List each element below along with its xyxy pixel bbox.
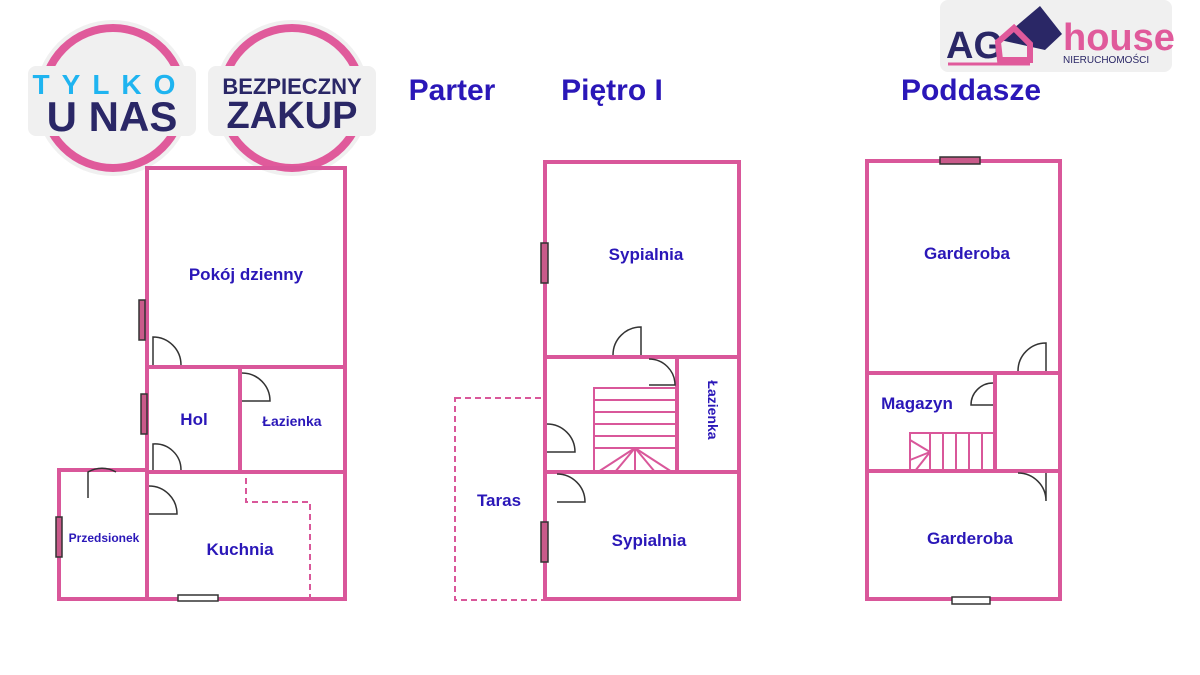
badge-bezpieczny-zakup: BEZPIECZNY ZAKUP: [208, 20, 376, 176]
window-icon: [540, 521, 549, 563]
badge-bottom-text: ZAKUP: [227, 95, 358, 137]
plan-pietro: Sypialnia Łazienka Taras Sypialnia: [454, 160, 741, 601]
logo-sub-text: NIERUCHOMOŚCI: [1063, 53, 1149, 66]
room-label: Taras: [477, 491, 521, 510]
floor-title-parter: Parter: [409, 74, 496, 107]
room-label: Garderoba: [927, 529, 1014, 548]
agencja-logo: AG house NIERUCHOMOŚCI: [940, 0, 1175, 72]
door-icon: [1017, 472, 1047, 502]
door-icon: [970, 382, 994, 406]
logo-house-text: house: [1063, 17, 1175, 59]
door-icon: [546, 423, 576, 453]
room-label: Łazienka: [705, 380, 721, 439]
plan-poddasze: Garderoba Magazyn Garderoba: [865, 156, 1062, 605]
door-icon: [648, 358, 676, 386]
window-icon: [177, 594, 219, 602]
floor-title-poddasze: Poddasze: [901, 74, 1041, 107]
house-icon: [1000, 6, 1062, 50]
room-label: Przedsionek: [69, 531, 140, 545]
room-label: Kuchnia: [206, 540, 274, 559]
logo-ag-text: AG: [946, 25, 1003, 67]
door-icon: [152, 443, 182, 471]
room-label: Hol: [180, 410, 207, 429]
room-label: Sypialnia: [609, 245, 684, 264]
badge-bottom-text: U NAS: [47, 93, 178, 140]
badge-top-text: TYLKO: [33, 69, 188, 100]
window-icon: [55, 516, 63, 558]
room-label: Sypialnia: [612, 531, 687, 550]
window-icon: [939, 156, 981, 165]
window-icon: [138, 299, 146, 341]
badge-top-text: BEZPIECZNY: [222, 74, 362, 99]
door-icon: [87, 467, 117, 498]
plan-parter: Pokój dzienny Hol Łazienka Przedsionek K…: [55, 166, 347, 602]
window-icon: [140, 393, 148, 435]
room-label: Łazienka: [262, 413, 321, 429]
door-icon: [1017, 342, 1047, 372]
stairs-icon: [593, 387, 677, 473]
door-icon: [241, 372, 271, 402]
door-icon: [556, 473, 586, 503]
stairs-icon: [909, 432, 996, 472]
badge-tylko-u-nas: TYLKO U NAS: [28, 20, 196, 176]
house-outline-icon: [994, 23, 1033, 63]
door-icon: [612, 326, 642, 356]
room-label: Garderoba: [924, 244, 1011, 263]
window-icon: [951, 596, 991, 605]
door-icon: [152, 336, 182, 366]
room-label: Pokój dzienny: [189, 265, 304, 284]
window-icon: [540, 242, 549, 284]
room-label: Magazyn: [881, 394, 953, 413]
floor-title-pietro: Piętro I: [561, 74, 663, 107]
door-icon: [148, 485, 178, 515]
